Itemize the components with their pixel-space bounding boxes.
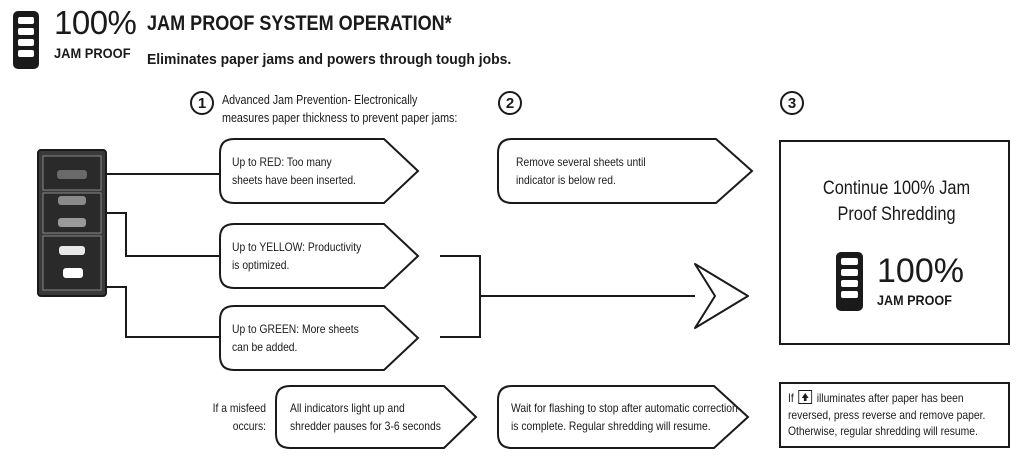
indicator-yellow-shape <box>219 223 420 289</box>
page-subtitle: Eliminates paper jams and powers through… <box>147 51 512 68</box>
header-percent: 100% <box>54 4 137 41</box>
page-title: JAM PROOF SYSTEM OPERATION* <box>147 12 452 35</box>
header-jam-proof-label: JAM PROOF <box>54 45 131 61</box>
step2-red-line1: Remove several sheets until <box>516 155 646 169</box>
indicator-yellow-line1: Up to YELLOW: Productivity <box>232 240 362 254</box>
misfeed-step3-line1: If illuminates after paper has been <box>788 390 964 406</box>
step2-red-shape <box>497 138 754 204</box>
misfeed-step3-line2: reversed, press reverse and remove paper… <box>788 408 986 422</box>
step1-intro-line1: Advanced Jam Prevention- Electronically <box>222 93 418 107</box>
step-number-1: 1 <box>190 91 214 115</box>
step-number-2: 2 <box>498 91 522 115</box>
step3-result-percent: 100% <box>877 252 964 290</box>
indicator-red-line1: Up to RED: Too many <box>232 155 332 169</box>
step-number-3: 3 <box>780 91 804 115</box>
indicator-green-line1: Up to GREEN: More sheets <box>232 322 359 336</box>
misfeed-step3-line1-post: illuminates after paper has been <box>816 391 964 405</box>
indicator-red-shape <box>219 138 420 204</box>
misfeed-label-line2: occurs: <box>232 419 266 433</box>
indicator-yellow-line2: is optimized. <box>232 258 290 272</box>
indicator-red-line2: sheets have been inserted. <box>232 173 356 187</box>
step2-red-line2: indicator is below red. <box>516 173 616 187</box>
step3-result-jam-proof: JAM PROOF <box>877 292 952 308</box>
misfeed-step2-line1: Wait for flashing to stop after automati… <box>511 401 738 415</box>
misfeed-label-line1: If a misfeed <box>212 401 266 415</box>
reverse-arrow-icon <box>798 390 813 404</box>
step1-intro-line2: measures paper thickness to prevent pape… <box>222 111 458 125</box>
box3-indicator-icon <box>836 252 863 311</box>
misfeed-step1-line2: shredder pauses for 3-6 seconds <box>290 419 441 433</box>
misfeed-step3-box: If illuminates after paper has been reve… <box>779 382 1010 448</box>
jam-proof-indicator-icon <box>13 11 39 69</box>
misfeed-step3-line1-pre: If <box>788 391 794 405</box>
misfeed-step1-shape <box>275 385 478 449</box>
misfeed-step3-line3: Otherwise, regular shredding will resume… <box>788 424 978 438</box>
step3-result-title: Continue 100% Jam Proof Shredding <box>822 178 971 225</box>
indicator-green-line2: can be added. <box>232 340 298 354</box>
misfeed-step2-line2: is complete. Regular shredding will resu… <box>511 419 711 433</box>
misfeed-step1-line1: All indicators light up and <box>290 401 405 415</box>
indicator-green-shape <box>219 305 420 371</box>
step3-result-box: Continue 100% Jam Proof Shredding 100% J… <box>779 140 1010 345</box>
large-arrow <box>694 263 749 329</box>
misfeed-step2-shape <box>497 385 750 449</box>
indicator-panel <box>37 149 107 297</box>
